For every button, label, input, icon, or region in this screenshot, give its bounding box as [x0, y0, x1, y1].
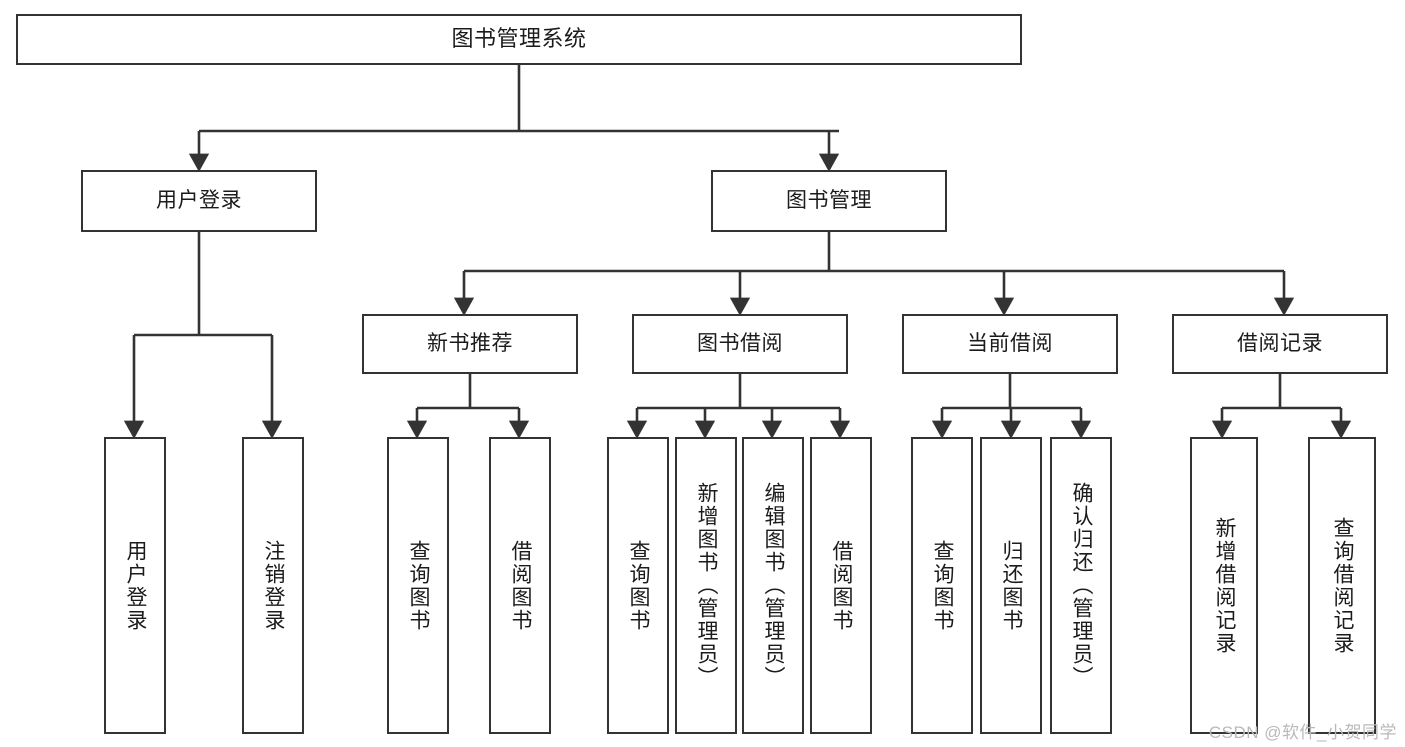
- node-label: 编辑图书（管理员）: [762, 482, 786, 689]
- node-leaf-user-login[interactable]: 用户登录: [104, 437, 166, 734]
- node-label: 归还图书: [1000, 539, 1024, 632]
- node-label: 用户登录: [124, 539, 148, 632]
- node-label: 新增借阅记录: [1213, 516, 1237, 655]
- node-user-login[interactable]: 用户登录: [81, 170, 317, 232]
- node-label: 查询借阅记录: [1331, 516, 1355, 655]
- node-leaf-add-book[interactable]: 新增图书（管理员）: [675, 437, 737, 734]
- node-label: 查询图书: [931, 539, 955, 632]
- node-label: 查询图书: [627, 539, 651, 632]
- node-label: 借阅记录: [1237, 332, 1323, 356]
- node-leaf-edit-book[interactable]: 编辑图书（管理员）: [742, 437, 804, 734]
- node-new-book-recommend[interactable]: 新书推荐: [362, 314, 578, 374]
- node-label: 图书管理: [786, 189, 872, 213]
- node-leaf-borrow-book-2[interactable]: 借阅图书: [810, 437, 872, 734]
- node-label: 查询图书: [407, 539, 431, 632]
- node-book-borrow[interactable]: 图书借阅: [632, 314, 848, 374]
- node-leaf-confirm-return[interactable]: 确认归还（管理员）: [1050, 437, 1112, 734]
- node-label: 借阅图书: [830, 539, 854, 632]
- node-current-borrow[interactable]: 当前借阅: [902, 314, 1118, 374]
- node-label: 新书推荐: [427, 332, 513, 356]
- node-book-manage[interactable]: 图书管理: [711, 170, 947, 232]
- node-label: 用户登录: [156, 189, 242, 213]
- node-label: 确认归还（管理员）: [1070, 482, 1094, 689]
- node-leaf-query-book-1[interactable]: 查询图书: [387, 437, 449, 734]
- node-leaf-borrow-book-1[interactable]: 借阅图书: [489, 437, 551, 734]
- node-label: 图书借阅: [697, 332, 783, 356]
- node-borrow-record[interactable]: 借阅记录: [1172, 314, 1388, 374]
- node-root-system[interactable]: 图书管理系统: [16, 14, 1022, 65]
- node-leaf-return-book[interactable]: 归还图书: [980, 437, 1042, 734]
- node-leaf-user-logout[interactable]: 注销登录: [242, 437, 304, 734]
- node-leaf-query-record[interactable]: 查询借阅记录: [1308, 437, 1376, 734]
- node-label: 借阅图书: [509, 539, 533, 632]
- node-leaf-add-record[interactable]: 新增借阅记录: [1190, 437, 1258, 734]
- node-leaf-query-book-2[interactable]: 查询图书: [607, 437, 669, 734]
- csdn-watermark: CSDN @软件_小贺同学: [1208, 723, 1397, 742]
- node-label: 注销登录: [262, 539, 286, 632]
- node-label: 新增图书（管理员）: [695, 482, 719, 689]
- node-leaf-query-book-3[interactable]: 查询图书: [911, 437, 973, 734]
- node-label: 当前借阅: [967, 332, 1053, 356]
- node-label: 图书管理系统: [451, 26, 587, 52]
